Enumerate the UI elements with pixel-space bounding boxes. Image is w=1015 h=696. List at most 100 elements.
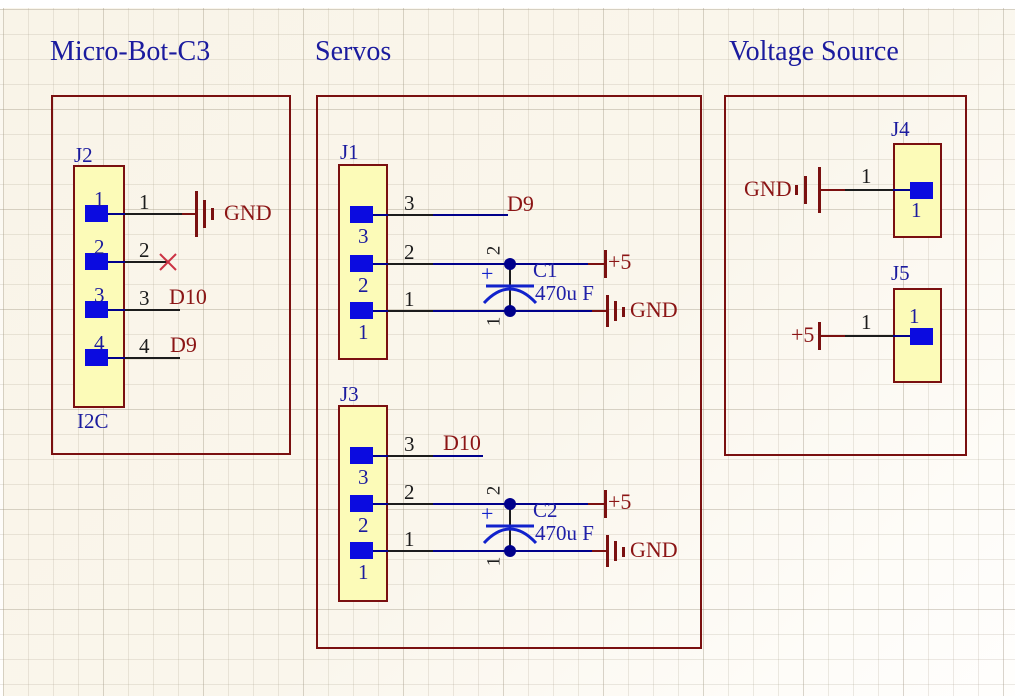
j5-pin1-stub[interactable] xyxy=(893,335,910,337)
j4-pin1-line[interactable] xyxy=(845,189,893,191)
j2-pin3-stub[interactable] xyxy=(108,309,125,311)
j2-pin1-name: 1 xyxy=(94,187,105,211)
j3-pad-2[interactable] xyxy=(350,495,373,512)
j1-pin3-line[interactable] xyxy=(388,214,433,216)
capacitor-c1-symbol[interactable] xyxy=(478,258,542,318)
j1-pin1-line[interactable] xyxy=(388,310,433,312)
j2-pin3-line[interactable] xyxy=(125,309,180,311)
j1-net-label-d9[interactable]: D9 xyxy=(507,191,534,216)
no-connect-icon[interactable] xyxy=(157,251,179,273)
j3-gnd-bar-1 xyxy=(606,535,609,567)
j2-pin2-num: 2 xyxy=(139,238,150,262)
j1-pin3-net-wire[interactable] xyxy=(433,214,508,216)
capacitor-c2-symbol[interactable] xyxy=(478,498,542,558)
j1-pin1-name: 1 xyxy=(358,320,369,344)
j1-gnd-bar-1 xyxy=(606,295,609,327)
c1-junction-dot-top xyxy=(504,258,516,270)
j2-pin1-line[interactable] xyxy=(125,213,182,215)
j3-gnd-port-stub xyxy=(592,550,606,552)
j2-net-label-gnd[interactable]: GND xyxy=(224,200,272,225)
j2-pin4-line[interactable] xyxy=(125,357,180,359)
j3-net-label-gnd[interactable]: GND xyxy=(630,537,678,562)
j5-net-label-plus5[interactable]: +5 xyxy=(791,322,815,347)
j1-pad-1[interactable] xyxy=(350,302,373,319)
c2-pin-num-top: 2 xyxy=(483,485,505,496)
j2-pad-4[interactable] xyxy=(85,349,108,366)
j5-pin1-num: 1 xyxy=(861,310,872,334)
c1-ref-label[interactable]: C1 xyxy=(533,258,558,282)
j1-pin3-stub[interactable] xyxy=(373,214,388,216)
j4-pad-1[interactable] xyxy=(910,182,933,199)
microbot-section-box[interactable] xyxy=(51,95,291,455)
section-title-servos[interactable]: Servos xyxy=(315,36,392,67)
j1-pin2-stub[interactable] xyxy=(373,263,388,265)
j3-pin3-net-wire[interactable] xyxy=(433,455,483,457)
c1-value-label[interactable]: 470u F xyxy=(535,281,594,305)
j3-pin3-num: 3 xyxy=(404,432,415,456)
j1-net-label-gnd[interactable]: GND xyxy=(630,297,678,322)
j3-pin2-line[interactable] xyxy=(388,503,433,505)
j3-pin1-stub[interactable] xyxy=(373,550,388,552)
j2-pin3-num: 3 xyxy=(139,286,150,310)
j1-plus5-bar xyxy=(604,250,607,278)
j2-net-label-d9[interactable]: D9 xyxy=(170,332,197,357)
j1-pin2-line[interactable] xyxy=(388,263,433,265)
section-title-voltage-source[interactable]: Voltage Source xyxy=(729,36,899,67)
voltage-section-box[interactable] xyxy=(724,95,967,456)
j4-pin1-stub[interactable] xyxy=(893,189,910,191)
j1-pin2-num: 2 xyxy=(404,240,415,264)
j3-pin2-stub[interactable] xyxy=(373,503,388,505)
connector-j5-ref[interactable]: J5 xyxy=(891,261,910,285)
connector-j2-sub-label[interactable]: I2C xyxy=(77,409,109,433)
j5-pad-1[interactable] xyxy=(910,328,933,345)
c2-value-label[interactable]: 470u F xyxy=(535,521,594,545)
j2-gnd-port-stub xyxy=(182,213,195,215)
j3-net-label-plus5[interactable]: +5 xyxy=(608,489,632,514)
j1-pin3-name: 3 xyxy=(358,224,369,248)
j1-pad-2[interactable] xyxy=(350,255,373,272)
j1-gnd-port-stub xyxy=(592,310,606,312)
j1-pad-3[interactable] xyxy=(350,206,373,223)
j2-net-label-d10[interactable]: D10 xyxy=(169,284,207,309)
j1-pin2-name: 2 xyxy=(358,273,369,297)
j3-gnd-bar-3 xyxy=(622,547,625,557)
c2-negative-plate-arc xyxy=(482,527,538,545)
j2-pin1-stub[interactable] xyxy=(108,213,125,215)
connector-j2-ref[interactable]: J2 xyxy=(74,143,93,167)
j2-pad-1[interactable] xyxy=(85,205,108,222)
j2-pin4-stub[interactable] xyxy=(108,357,125,359)
j2-pad-2[interactable] xyxy=(85,253,108,270)
j3-pin3-line[interactable] xyxy=(388,455,433,457)
servos-section-box[interactable] xyxy=(316,95,702,649)
j2-pin2-line[interactable] xyxy=(125,261,168,263)
j3-net-label-d10[interactable]: D10 xyxy=(443,430,481,455)
j4-gnd-port-stub xyxy=(821,189,845,191)
j1-gnd-bar-2 xyxy=(614,301,617,321)
c1-polarity-plus: + xyxy=(481,261,494,286)
j1-pin1-stub[interactable] xyxy=(373,310,388,312)
j2-pin2-name: 2 xyxy=(94,235,105,259)
j2-pin2-stub[interactable] xyxy=(108,261,125,263)
j2-gnd-bar-1 xyxy=(195,191,198,237)
j3-pad-1[interactable] xyxy=(350,542,373,559)
c2-ref-label[interactable]: C2 xyxy=(533,498,558,522)
c2-polarity-plus: + xyxy=(481,501,494,526)
j3-pin3-stub[interactable] xyxy=(373,455,388,457)
canvas-top-margin xyxy=(0,0,1015,8)
connector-j1-ref[interactable]: J1 xyxy=(340,140,359,164)
j3-pad-3[interactable] xyxy=(350,447,373,464)
j2-pad-3[interactable] xyxy=(85,301,108,318)
connector-j3-ref[interactable]: J3 xyxy=(340,382,359,406)
j4-pin1-num: 1 xyxy=(861,164,872,188)
j4-net-label-gnd[interactable]: GND xyxy=(744,176,792,201)
section-title-microbot[interactable]: Micro-Bot-C3 xyxy=(50,36,211,67)
j4-gnd-bar-3 xyxy=(795,185,798,195)
j5-pin1-line[interactable] xyxy=(845,335,893,337)
j3-gnd-bar-2 xyxy=(614,541,617,561)
j5-plus5-bar xyxy=(818,322,821,350)
j3-pin1-line[interactable] xyxy=(388,550,433,552)
j1-net-label-plus5[interactable]: +5 xyxy=(608,249,632,274)
j2-pin4-name: 4 xyxy=(94,331,105,355)
connector-j4-ref[interactable]: J4 xyxy=(891,117,910,141)
